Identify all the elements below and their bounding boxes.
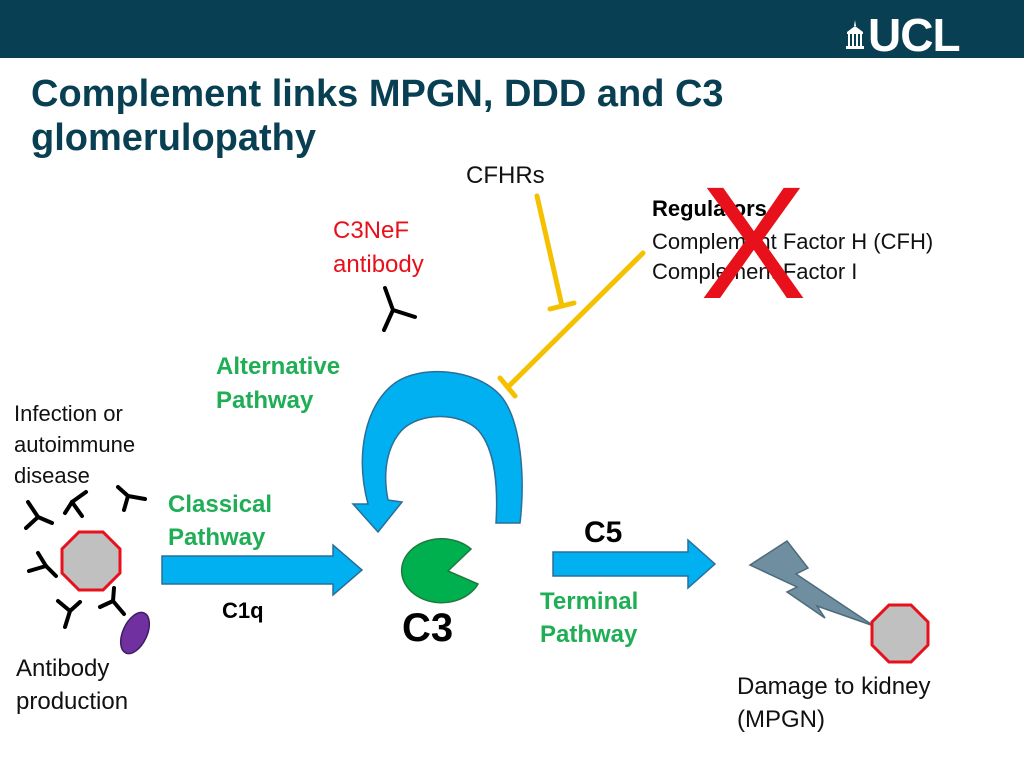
c3nef-label-line2: antibody bbox=[333, 251, 424, 278]
slide-title: Complement links MPGN, DDD and C3 glomer… bbox=[31, 73, 724, 159]
infection-label-line2: autoimmune bbox=[14, 432, 136, 457]
terminal-pathway-label-line2: Pathway bbox=[540, 621, 638, 648]
infection-label-line1: Infection or bbox=[14, 401, 123, 426]
antibody-icon bbox=[27, 551, 58, 578]
regulator-inhibition-line bbox=[497, 250, 646, 399]
c3-label: C3 bbox=[402, 606, 454, 650]
alternative-pathway-loop-arrow bbox=[351, 370, 523, 534]
antibody-icon bbox=[24, 500, 54, 530]
classical-pathway-label-line1: Classical bbox=[168, 491, 273, 518]
cross-mark: X bbox=[700, 153, 807, 332]
lightning-damage-icon bbox=[748, 539, 875, 627]
cfhr-inhibition-line bbox=[534, 193, 577, 312]
regulator-cfi: Complement Factor I bbox=[652, 259, 858, 284]
antibody-icon bbox=[56, 599, 82, 629]
c1q-label: C1q bbox=[222, 598, 264, 623]
kidney-cell-icon bbox=[870, 603, 930, 664]
antibody-icon bbox=[63, 490, 88, 518]
antibody-icon bbox=[98, 586, 126, 616]
kidney-damage-label-line1: Damage to kidney bbox=[737, 673, 931, 700]
classical-pathway-label-line2: Pathway bbox=[168, 524, 266, 551]
antibody-production-label-line1: Antibody bbox=[16, 655, 110, 682]
target-cell-icon bbox=[60, 530, 122, 592]
regulators-heading: Regulators bbox=[652, 196, 767, 221]
c3-molecule-icon bbox=[400, 537, 480, 604]
c5-label: C5 bbox=[584, 516, 623, 549]
plasma-cell-icon bbox=[119, 611, 151, 655]
portico-icon bbox=[846, 20, 864, 49]
infection-label-line3: disease bbox=[14, 463, 90, 488]
c3nef-label-line1: C3NeF bbox=[333, 217, 410, 244]
c3nef-antibody-icon bbox=[382, 286, 417, 332]
logo-text: UCL bbox=[868, 9, 961, 61]
antibody-icon bbox=[116, 485, 147, 512]
classical-pathway-arrow bbox=[161, 543, 364, 597]
antibody-production-label-line2: production bbox=[16, 688, 129, 715]
terminal-pathway-label-line1: Terminal bbox=[540, 588, 639, 615]
ucl-logo: UCL bbox=[846, 9, 961, 61]
terminal-pathway-arrow bbox=[552, 538, 717, 590]
regulator-cfh: Complement Factor H (CFH) bbox=[652, 229, 934, 254]
kidney-damage-label-line2: (MPGN) bbox=[737, 706, 825, 733]
alternative-pathway-label-line1: Alternative bbox=[216, 353, 341, 380]
alternative-pathway-label-line2: Pathway bbox=[216, 387, 314, 414]
cfhrs-label: CFHRs bbox=[466, 162, 545, 189]
